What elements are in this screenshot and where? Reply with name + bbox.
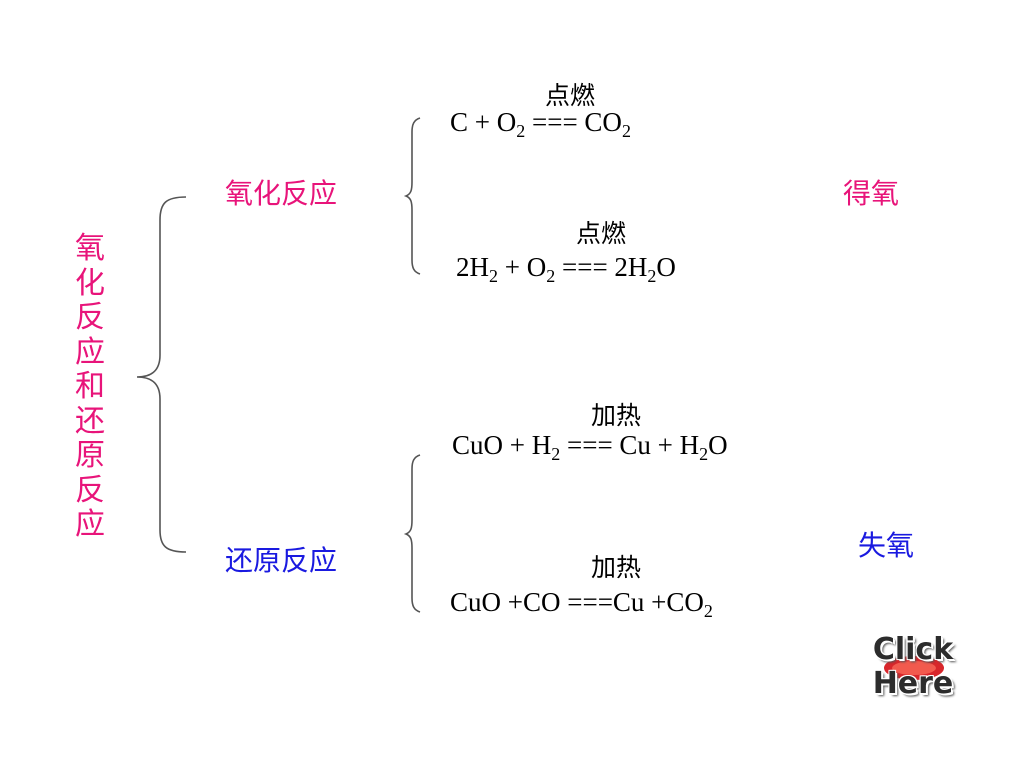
oxidation-label: 氧化反应 <box>225 177 338 210</box>
button-red-glow-icon <box>884 656 944 680</box>
main-brace <box>136 196 187 553</box>
gain-oxygen-label: 得氧 <box>843 177 900 210</box>
click-here-button[interactable]: Click Here <box>868 632 958 702</box>
condition-heat-2: 加热 <box>591 553 642 582</box>
equation-carbon-combustion: C + O2 === CO2 <box>450 107 631 141</box>
oxidation-brace <box>403 117 421 275</box>
condition-ignite-2: 点燃 <box>576 219 627 248</box>
equation-cuo-hydrogen: CuO + H2 === Cu + H2O <box>452 430 728 464</box>
equation-cuo-carbon-monoxide: CuO +CO ===Cu +CO2 <box>450 587 713 621</box>
equation-hydrogen-combustion: 2H2 + O2 === 2H2O <box>456 252 676 286</box>
vertical-title: 氧化反应和还原反应 <box>75 231 105 542</box>
button-line-here: Here <box>872 666 954 701</box>
condition-ignite-1: 点燃 <box>545 81 596 110</box>
lose-oxygen-label: 失氧 <box>858 529 915 562</box>
reduction-label: 还原反应 <box>225 544 338 577</box>
button-line-click: Click <box>872 632 954 667</box>
condition-heat-1: 加热 <box>591 401 642 430</box>
reduction-brace <box>403 454 421 613</box>
